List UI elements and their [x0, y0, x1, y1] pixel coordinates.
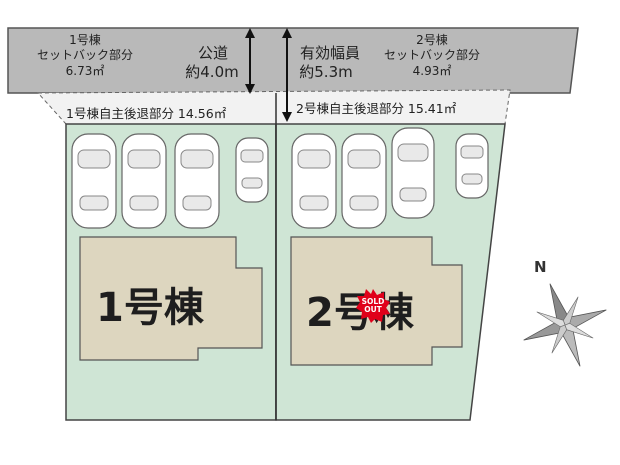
arrow-head-icon	[282, 28, 292, 38]
building-1	[79, 236, 263, 361]
lot2-setback-label: セットバック部分	[383, 48, 480, 62]
car-icon	[121, 133, 167, 229]
car-icon	[291, 133, 337, 229]
public-road	[7, 27, 579, 94]
arrow-head-icon	[245, 84, 255, 94]
compass-icon	[523, 283, 607, 367]
lot2-voluntary-setback: 2号棟自主後退部分 15.41㎡	[296, 101, 457, 116]
lot1-setback-title: 1号棟	[69, 33, 101, 47]
effective-width-value: 約5.3m	[299, 63, 353, 81]
lot1-setback-label: セットバック部分	[36, 48, 133, 62]
sold-out-text: SOLD OUT	[361, 297, 385, 314]
arrow-head-icon	[282, 112, 292, 122]
arrow-head-icon	[245, 28, 255, 38]
lot1-voluntary-setback: 1号棟自主後退部分 14.56㎡	[66, 106, 227, 121]
building-1-label: 1号棟	[96, 285, 204, 331]
car-icon	[341, 133, 387, 229]
compact-car-icon	[455, 133, 489, 199]
lot1-setback-area: 6.73㎡	[65, 64, 105, 78]
sold-out-badge: SOLD OUT	[356, 289, 390, 323]
car-icon	[71, 133, 117, 229]
public-road-width: 約4.0m	[185, 63, 239, 81]
badge-burst-icon	[356, 289, 390, 323]
compact-car-icon	[235, 137, 269, 203]
effective-width-label: 有効幅員	[299, 44, 360, 62]
lot2-setback-area: 4.93㎡	[412, 64, 452, 78]
lot2-setback-title: 2号棟	[416, 33, 448, 47]
public-road-label: 公道	[197, 44, 228, 62]
compass-north-label: N	[534, 258, 547, 276]
car-icon	[174, 133, 220, 229]
car-icon	[391, 127, 435, 219]
